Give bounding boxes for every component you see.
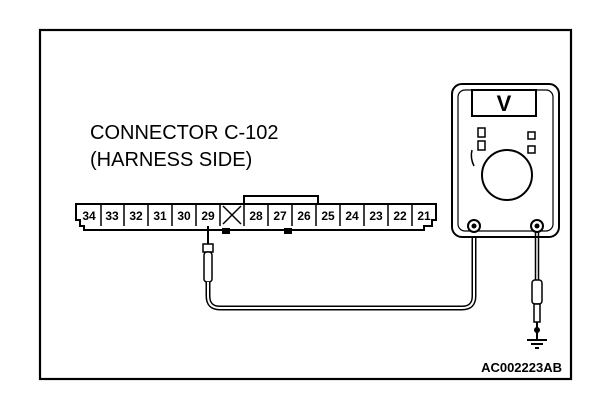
- pin-30: 30: [177, 209, 191, 223]
- meter-display: [471, 89, 537, 117]
- meter-mode-symbol: V: [497, 91, 512, 116]
- pin-21: 21: [417, 209, 431, 223]
- pin-34: 34: [82, 209, 96, 223]
- meter-rotary-dial: [481, 149, 533, 201]
- connector-subtitle: (HARNESS SIDE): [90, 149, 252, 171]
- connector-c102: 34 33 32 31 30 29 28 27 26 25 24 23 22 2…: [75, 195, 437, 234]
- pin-22: 22: [393, 209, 407, 223]
- lock-tab-right: [284, 228, 292, 234]
- pin-29: 29: [201, 209, 215, 223]
- pin-23: 23: [369, 209, 383, 223]
- test-probe-lead: [202, 226, 477, 311]
- pin-27: 27: [273, 209, 287, 223]
- lock-tab-left: [222, 228, 230, 234]
- ground-lead: [531, 232, 543, 340]
- diagram-frame: [38, 28, 573, 381]
- pin-25: 25: [321, 209, 335, 223]
- ground-symbol-icon: [527, 339, 547, 349]
- connector-title: CONNECTOR C-102: [90, 122, 279, 144]
- multimeter: V: [451, 83, 560, 238]
- pin-26: 26: [297, 209, 311, 223]
- empty-cavity-cross-icon: [222, 205, 242, 225]
- pin-31: 31: [153, 209, 167, 223]
- pin-32: 32: [129, 209, 143, 223]
- pin-33: 33: [105, 209, 119, 223]
- pin-28: 28: [249, 209, 263, 223]
- pin-24: 24: [345, 209, 359, 223]
- reference-code: AC002223AB: [481, 360, 562, 375]
